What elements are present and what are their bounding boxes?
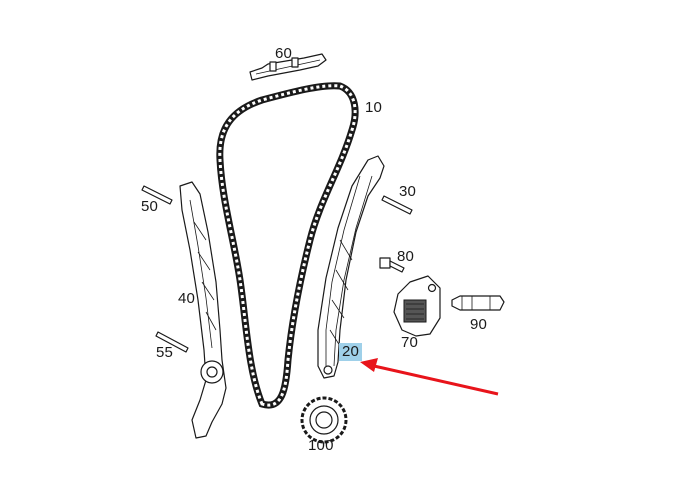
part-40-tensioning-rail — [179, 181, 227, 439]
label-part-60: 60 — [275, 45, 293, 62]
pointer-arrow — [360, 358, 499, 396]
label-part-20-highlighted[interactable]: 20 — [339, 343, 363, 361]
part-30-pin — [381, 195, 413, 215]
part-60-upper-guide-rail — [249, 53, 327, 81]
label-part-80: 80 — [397, 248, 415, 265]
part-80-bolt — [379, 257, 405, 273]
label-part-55: 55 — [156, 344, 174, 361]
part-100-crankshaft-sprocket — [300, 396, 348, 444]
label-part-90: 90 — [470, 316, 488, 333]
label-part-10: 10 — [365, 99, 383, 116]
label-part-40: 40 — [178, 290, 196, 307]
label-part-70: 70 — [401, 334, 419, 351]
part-50-pin — [141, 185, 173, 205]
part-20-tensioner-guide-rail — [317, 155, 385, 379]
part-90-tensioner-piston — [451, 295, 505, 311]
part-55-pin — [155, 331, 189, 353]
label-part-30: 30 — [399, 183, 417, 200]
label-part-100: 100 — [308, 437, 334, 454]
label-part-50: 50 — [141, 198, 159, 215]
part-10-timing-chain — [216, 82, 359, 409]
part-70-chain-tensioner — [393, 275, 441, 337]
